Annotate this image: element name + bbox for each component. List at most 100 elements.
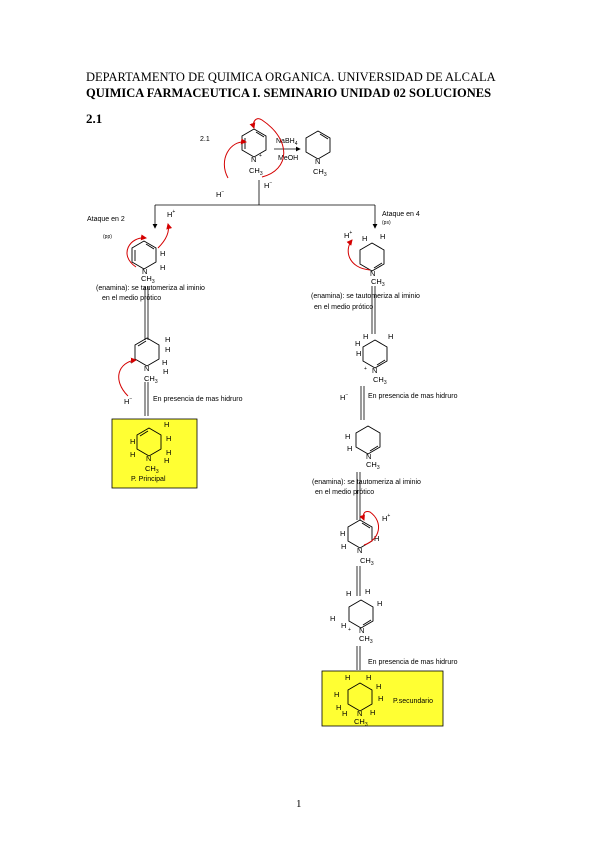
- right-enamine-note-b2: en el medio prótico: [315, 489, 374, 496]
- curved-arrow: [223, 138, 247, 179]
- svg-text:H: H: [345, 432, 350, 441]
- svg-text:+: +: [364, 366, 367, 372]
- left-more-hydride: En presencia de mas hidruro: [153, 396, 243, 403]
- right-attack-note: (ps): [382, 220, 391, 226]
- right-enamine: N H H CH3: [359, 232, 385, 288]
- svg-text:H: H: [163, 367, 168, 376]
- svg-text:N: N: [144, 364, 149, 373]
- curved-arrow: [346, 239, 371, 271]
- svg-text:CH3: CH3: [371, 277, 385, 288]
- svg-text:H: H: [376, 682, 381, 691]
- svg-text:H: H: [347, 444, 352, 453]
- main-product: N H H H H H H CH3: [130, 420, 171, 475]
- svg-text:H: H: [130, 450, 135, 459]
- svg-text:CH3: CH3: [366, 460, 380, 471]
- methyl-label: CH3: [249, 166, 263, 177]
- main-product-box: [111, 418, 198, 489]
- right-more-hydride-b: En presencia de mas hidruro: [368, 659, 458, 666]
- svg-text:H: H: [334, 690, 339, 699]
- dihydropyridine: N CH3: [305, 130, 331, 178]
- scheme-label: 2.1: [200, 136, 210, 143]
- svg-text:H: H: [160, 249, 165, 258]
- svg-text:H: H: [341, 621, 346, 630]
- right-iminium-2: N + H H H H H CH3: [330, 587, 382, 645]
- left-attack-note: (pp): [103, 234, 112, 240]
- svg-text:N: N: [372, 366, 377, 375]
- svg-text:+: +: [259, 153, 262, 159]
- curved-arrow: [157, 223, 173, 249]
- header-line-2: QUIMICA FARMACEUTICA I. SEMINARIO UNIDAD…: [86, 86, 492, 100]
- pyridinium-start: N + CH3: [241, 128, 267, 177]
- right-tetrahydropyridine: N H H CH3: [345, 425, 381, 471]
- svg-text:H: H: [340, 529, 345, 538]
- svg-text:CH3: CH3: [141, 274, 155, 285]
- svg-text:N: N: [315, 157, 320, 166]
- curved-arrow: [249, 118, 285, 178]
- svg-text:N: N: [142, 267, 147, 276]
- page-number: 1: [296, 798, 302, 810]
- svg-text:H: H: [388, 332, 393, 341]
- svg-text:CH3: CH3: [145, 464, 159, 475]
- svg-text:N: N: [366, 452, 371, 461]
- svg-text:N: N: [146, 454, 151, 463]
- left-iminium: N + H H H H CH3: [130, 335, 170, 385]
- svg-text:H: H: [378, 694, 383, 703]
- svg-text:H: H: [365, 587, 370, 596]
- section-number: 2.1: [86, 111, 103, 126]
- hydride: H−: [340, 392, 348, 402]
- left-enamine-note-2: en el medio prótico: [102, 295, 161, 302]
- svg-text:H: H: [162, 358, 167, 367]
- svg-text:H: H: [355, 339, 360, 348]
- svg-text:CH3: CH3: [313, 167, 327, 178]
- svg-text:CH3: CH3: [359, 634, 373, 645]
- hydride: H−: [216, 189, 224, 199]
- svg-text:N: N: [357, 709, 362, 718]
- svg-text:H: H: [165, 345, 170, 354]
- svg-text:H: H: [370, 708, 375, 717]
- svg-text:N: N: [359, 626, 364, 635]
- svg-text:H: H: [380, 232, 385, 241]
- svg-text:H: H: [164, 420, 169, 429]
- svg-text:H: H: [330, 614, 335, 623]
- svg-text:H: H: [363, 332, 368, 341]
- left-attack-label: Ataque en 2: [87, 216, 125, 223]
- reagent-nabh4: NaBH4: [276, 138, 298, 147]
- svg-text:CH3: CH3: [360, 556, 374, 567]
- curved-arrow: [126, 234, 147, 268]
- svg-text:N: N: [370, 269, 375, 278]
- svg-text:H: H: [362, 234, 367, 243]
- right-enamine-note: (enamina): se tautomeriza al iminio: [311, 293, 420, 300]
- curved-arrow: [118, 357, 137, 397]
- svg-text:N: N: [357, 546, 362, 555]
- svg-text:H: H: [342, 709, 347, 718]
- svg-text:H: H: [164, 456, 169, 465]
- svg-text:H: H: [345, 673, 350, 682]
- left-enamine: N H H CH3: [131, 240, 165, 285]
- curved-arrow: [359, 511, 379, 546]
- right-more-hydride: En presencia de mas hidruro: [368, 393, 458, 400]
- secondary-product: N H H H H H H H H CH3: [334, 673, 383, 728]
- right-enamine-2: N H H H CH3: [340, 519, 379, 567]
- right-iminium: N + H H H H CH3: [355, 332, 393, 386]
- svg-text:H: H: [346, 589, 351, 598]
- svg-text:H: H: [336, 703, 341, 712]
- svg-text:H: H: [377, 599, 382, 608]
- svg-text:H: H: [356, 349, 361, 358]
- left-enamine-note: (enamina): se tautomeriza al iminio: [96, 285, 205, 292]
- main-product-label: P. Principal: [131, 476, 166, 483]
- proton: H+: [382, 513, 390, 523]
- right-enamine-note-2: en el medio prótico: [314, 304, 373, 311]
- svg-text:CH3: CH3: [144, 374, 158, 385]
- hydride: H−: [124, 396, 132, 406]
- reagent-meoh: MeOH: [278, 155, 298, 162]
- hydride: H−: [264, 180, 272, 190]
- svg-text:H: H: [165, 335, 170, 344]
- svg-text:H: H: [166, 448, 171, 457]
- right-enamine-note-b: (enamina): se tautomeriza al iminio: [312, 479, 421, 486]
- svg-text:CH3: CH3: [373, 375, 387, 386]
- svg-text:H: H: [374, 534, 379, 543]
- svg-text:H: H: [166, 434, 171, 443]
- proton: H+: [167, 209, 175, 219]
- svg-text:+: +: [348, 627, 351, 633]
